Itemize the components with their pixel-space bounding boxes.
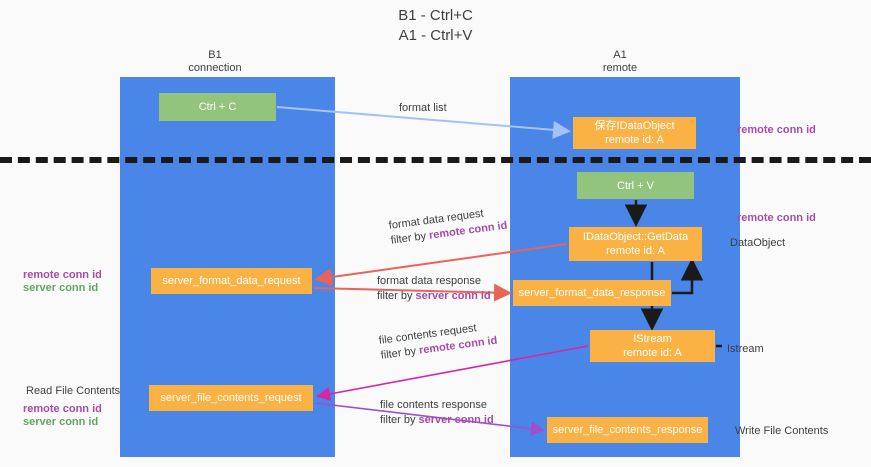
node-server-format-data-response-label: server_format_data_response <box>518 287 666 299</box>
node-ctrl-v[interactable]: Ctrl + V <box>577 172 694 199</box>
node-ctrl-v-label: Ctrl + V <box>617 179 654 192</box>
node-save-idataobject-sublabel: remote id: A <box>605 134 664 146</box>
column-a1-subtitle: remote <box>602 62 638 74</box>
caption-format-data-response: format data response filter by server co… <box>377 274 491 304</box>
node-server-format-data-request-label: server_format_data_request <box>162 275 301 287</box>
filter-key-server-conn-id: server conn id <box>418 414 494 426</box>
label-right-remote-conn-id-mid: remote conn id <box>737 212 816 224</box>
caption-format-list: format list <box>399 101 447 116</box>
filter-key-server-conn-id: server conn id <box>415 290 491 302</box>
filter-prefix: filter by <box>390 229 430 247</box>
column-b1-subtitle: connection <box>188 62 242 74</box>
column-header-a1: A1 remote <box>560 49 680 75</box>
node-idataobject-getdata[interactable]: IDataObject::GetData remote id: A <box>569 227 702 261</box>
caption-format-data-response-line2: filter by server conn id <box>377 289 491 304</box>
caption-file-contents-response-line2: filter by server conn id <box>380 413 494 428</box>
node-server-format-data-response[interactable]: server_format_data_response <box>513 280 671 306</box>
label-left-server-conn-id-1: server conn id <box>23 282 99 294</box>
label-left-remote-conn-id-2: remote conn id <box>23 403 102 415</box>
caption-file-contents-response: file contents response filter by server … <box>380 398 494 428</box>
filter-prefix: filter by <box>380 344 420 362</box>
caption-format-data-request: format data request filter by remote con… <box>388 204 508 249</box>
filter-prefix: filter by <box>377 290 416 302</box>
label-left-read-file-contents: Read File Contents <box>26 385 121 397</box>
filter-prefix: filter by <box>380 414 419 426</box>
label-right-dataobject: DataObject <box>730 237 786 249</box>
label-left-remote-conn-id-1: remote conn id <box>23 269 102 281</box>
label-right-write-file-contents: Write File Contents <box>735 425 829 437</box>
column-a1-name: A1 <box>613 49 627 61</box>
label-right-istream: Istream <box>727 343 764 355</box>
label-left-server-conn-id-2: server conn id <box>23 416 99 428</box>
caption-format-data-response-line1: format data response <box>377 275 481 287</box>
column-b1-name: B1 <box>208 49 222 61</box>
node-save-idataobject[interactable]: 保存IDataObject remote id: A <box>573 117 696 149</box>
node-idataobject-getdata-sublabel: remote id: A <box>606 245 665 257</box>
node-server-file-contents-request[interactable]: server_file_contents_request <box>149 385 313 411</box>
node-istream[interactable]: IStream remote id: A <box>590 330 715 362</box>
node-server-format-data-request[interactable]: server_format_data_request <box>151 268 312 294</box>
node-ctrl-c[interactable]: Ctrl + C <box>159 93 276 121</box>
caption-format-list-line1: format list <box>399 102 447 114</box>
node-ctrl-c-label: Ctrl + C <box>198 101 237 113</box>
caption-file-contents-request: file contents request filter by remote c… <box>378 319 498 364</box>
label-right-remote-conn-id-top: remote conn id <box>737 124 816 136</box>
node-save-idataobject-label: 保存IDataObject <box>594 120 675 132</box>
node-server-file-contents-response[interactable]: server_file_contents_response <box>547 417 708 443</box>
node-istream-label: IStream <box>633 333 672 345</box>
phase-separator-dashed-line <box>0 157 871 163</box>
page-title: B1 - Ctrl+C A1 - Ctrl+V <box>0 6 871 46</box>
title-line-2: A1 - Ctrl+V <box>398 27 473 44</box>
column-header-b1: B1 connection <box>155 49 275 75</box>
node-idataobject-getdata-label: IDataObject::GetData <box>582 231 689 243</box>
node-server-file-contents-response-label: server_file_contents_response <box>552 424 703 436</box>
node-server-file-contents-request-label: server_file_contents_request <box>160 392 302 404</box>
title-line-1: B1 - Ctrl+C <box>398 7 473 24</box>
node-istream-sublabel: remote id: A <box>623 347 682 359</box>
caption-file-contents-response-line1: file contents response <box>380 399 488 411</box>
